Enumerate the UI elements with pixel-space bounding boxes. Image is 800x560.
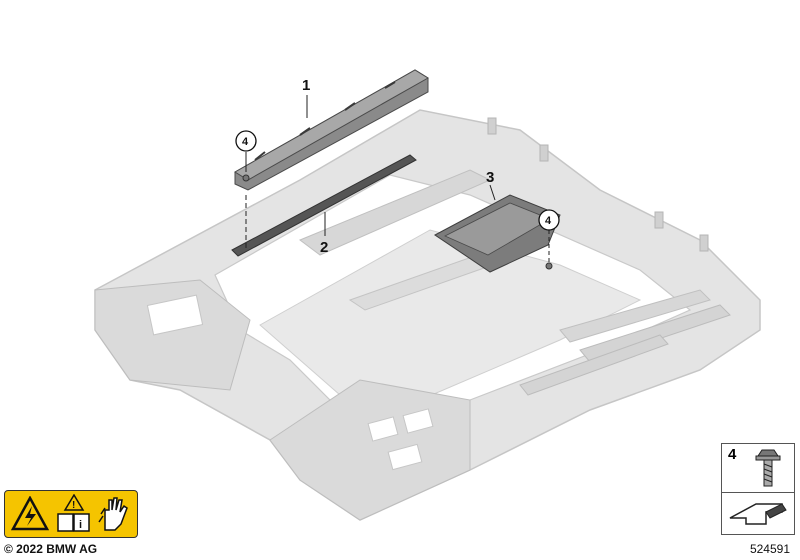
part-2-strip xyxy=(231,154,417,257)
svg-text:4: 4 xyxy=(242,136,249,148)
legend-divider xyxy=(722,492,794,493)
diagram-number: 524591 xyxy=(749,542,790,556)
callout-3: 3 xyxy=(486,169,494,186)
warning-panel: ! i xyxy=(4,490,138,538)
svg-text:i: i xyxy=(79,519,82,531)
screw-icon xyxy=(755,449,781,487)
svg-text:4: 4 xyxy=(545,215,552,227)
part-3-plate xyxy=(434,194,561,273)
battery-housing-frame xyxy=(94,109,761,521)
high-voltage-warning-icon xyxy=(11,496,49,531)
no-touch-hand-icon xyxy=(98,497,128,531)
part-1-rail xyxy=(234,69,429,191)
svg-text:!: ! xyxy=(72,500,75,511)
callout-2: 2 xyxy=(320,239,328,256)
read-manual-icon: ! i xyxy=(57,494,90,532)
copyright: © 2022 BMW AG xyxy=(4,542,98,556)
leader-lines xyxy=(245,95,550,262)
callout-1: 1 xyxy=(302,77,310,94)
screw-marker-right xyxy=(545,262,553,270)
circled-ref-4-left: 4 xyxy=(235,130,257,152)
legend-box: 4 xyxy=(721,443,795,535)
circled-ref-4-right: 4 xyxy=(538,209,560,231)
arrow-direction-icon xyxy=(729,503,787,525)
legend-number: 4 xyxy=(728,446,737,463)
screw-marker-left xyxy=(242,174,250,182)
